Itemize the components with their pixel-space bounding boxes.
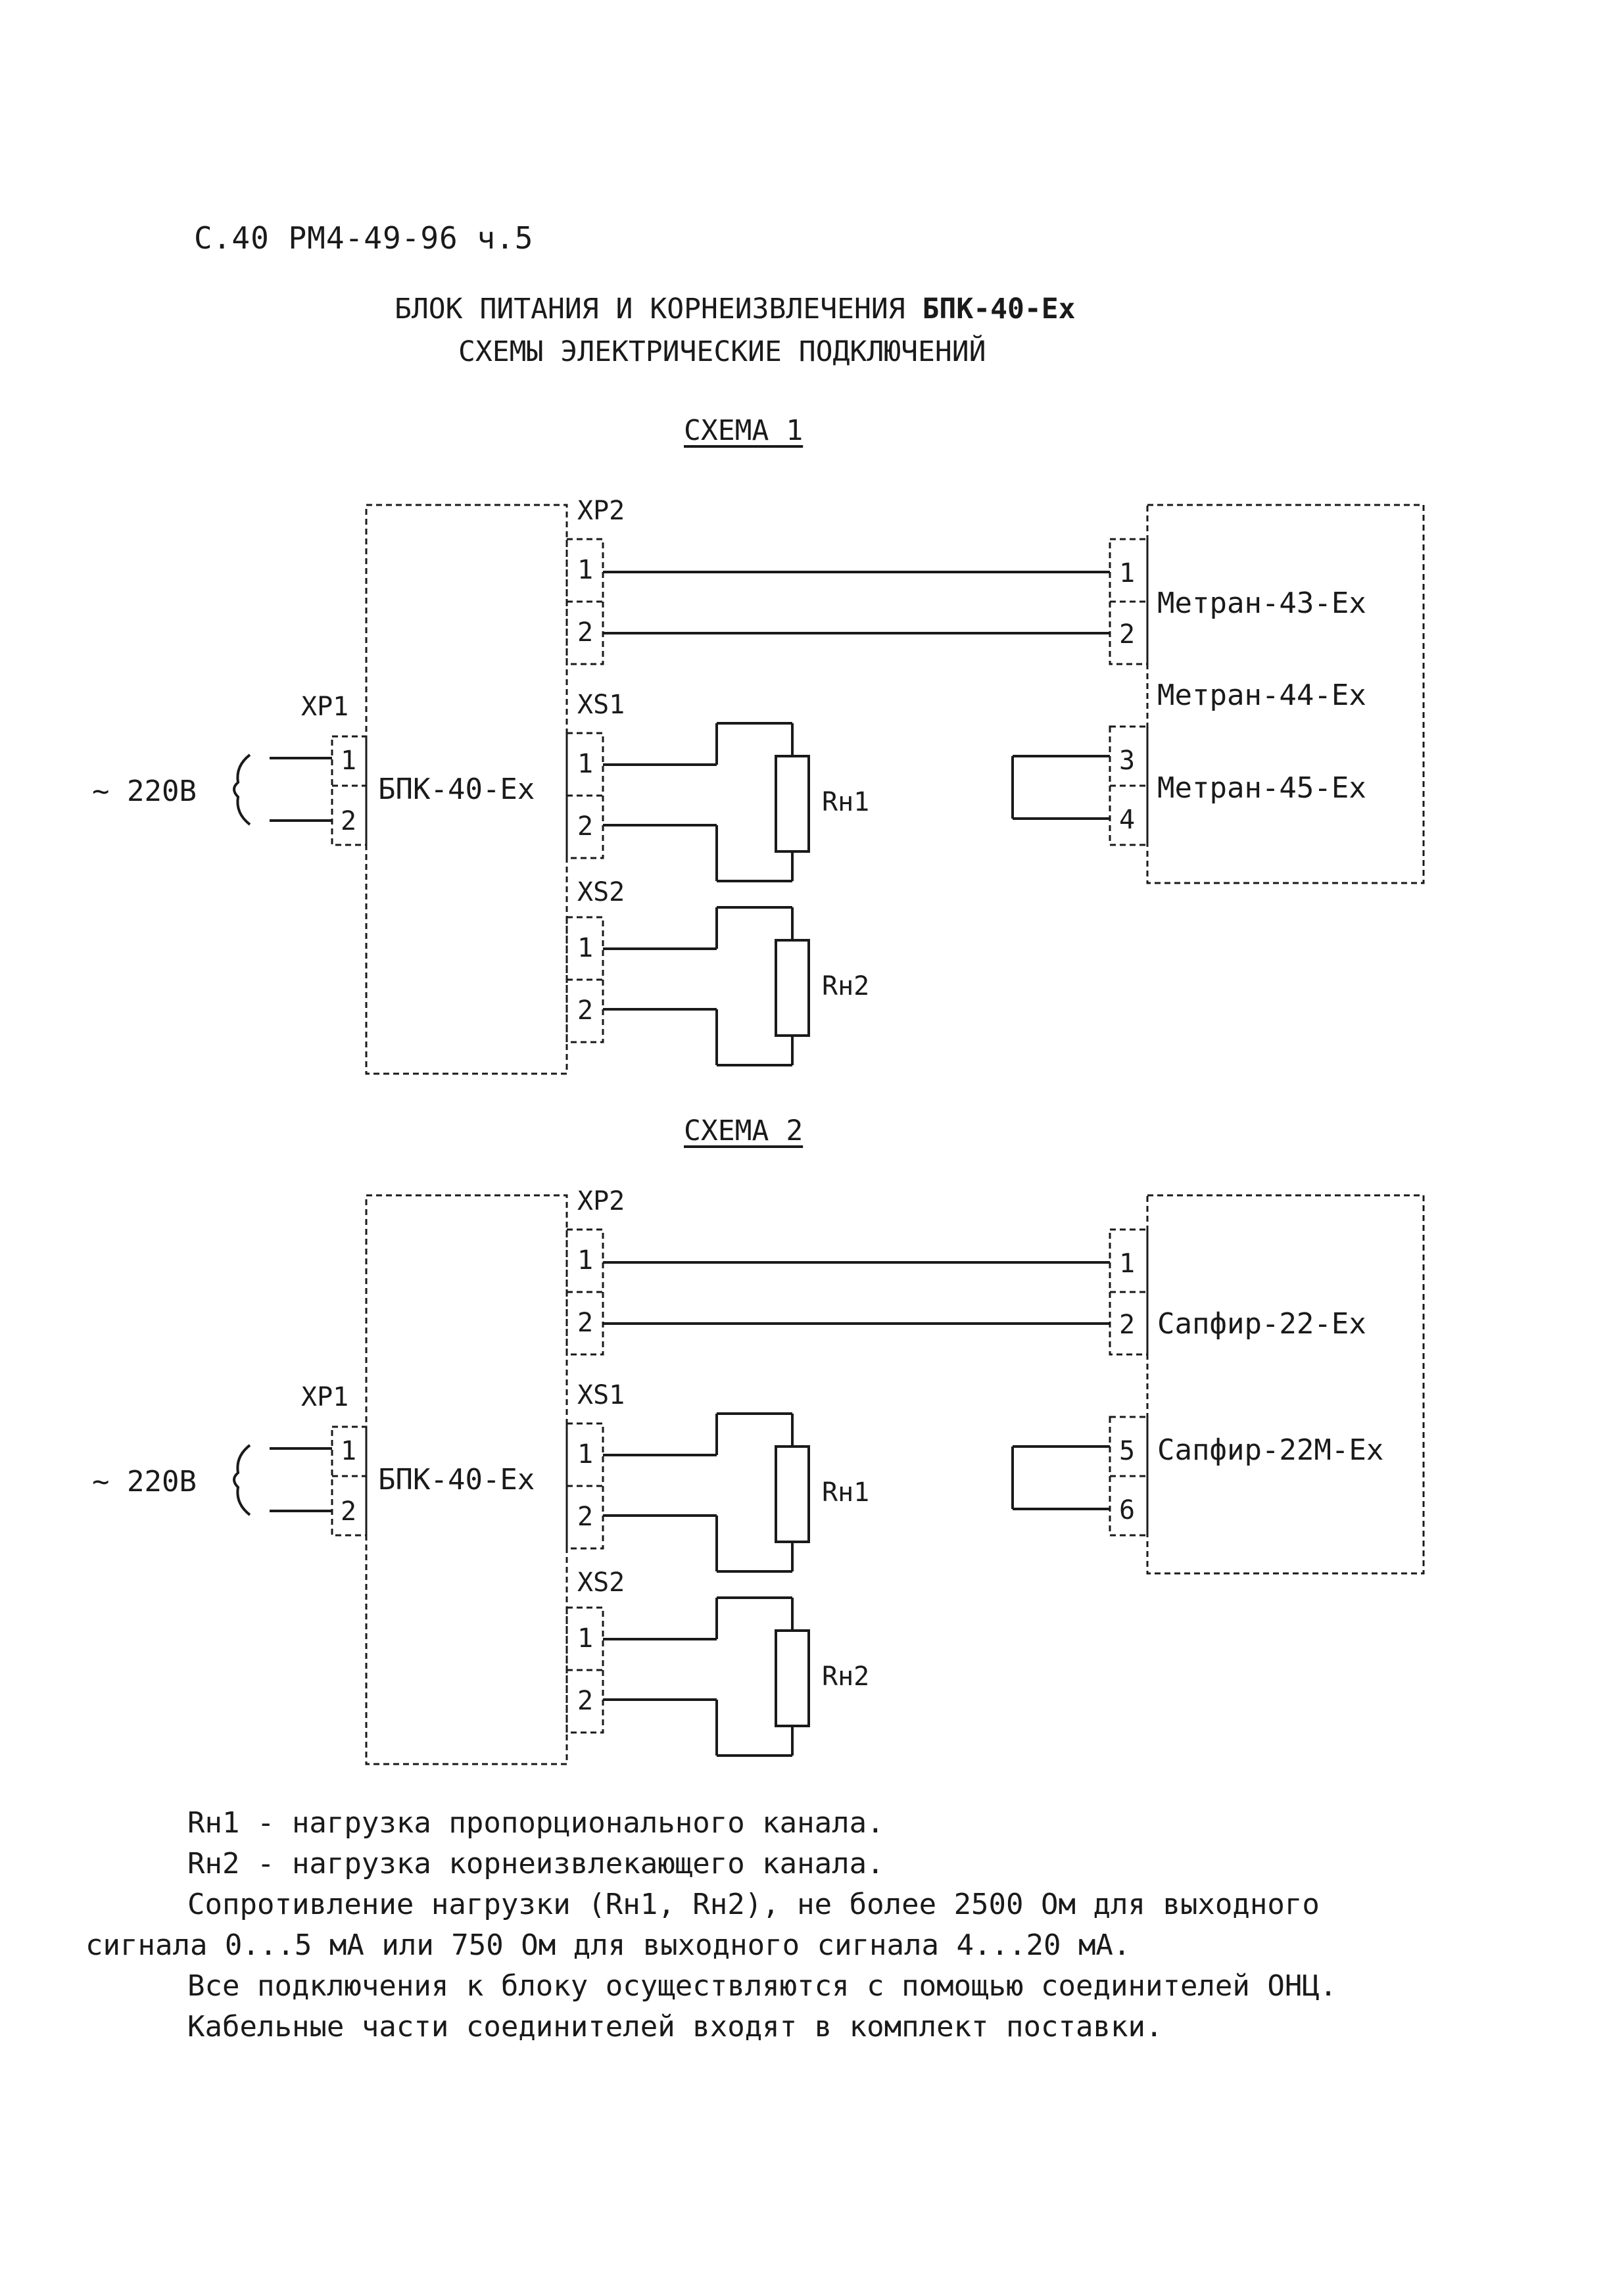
bpk-unit-label: БПК-40-Ex — [378, 1463, 535, 1496]
xs2-pin-1: 1 — [577, 933, 593, 963]
supply-brace — [233, 1444, 251, 1516]
device-pin-1: 1 — [1119, 558, 1135, 588]
note-connectors: Все подключения к блоку осуществляются с… — [187, 1969, 1337, 2003]
xp1-connector — [331, 1425, 368, 1537]
scheme-1-title: СХЕМА 1 — [684, 414, 804, 447]
xs1-pin-2: 2 — [577, 811, 593, 842]
scheme-2-title: СХЕМА 2 — [684, 1114, 804, 1147]
supply-brace — [233, 753, 251, 826]
rh1-resistor — [775, 755, 810, 853]
bpk-unit-label: БПК-40-Ex — [378, 773, 535, 806]
device-name-metran-44: Метран-44-Ex — [1157, 679, 1366, 712]
note-resistance-cont: сигнала 0...5 мА или 750 Ом для выходног… — [85, 1928, 1131, 1962]
xs1-label: XS1 — [577, 690, 625, 720]
xs2-label: XS2 — [577, 1567, 625, 1598]
page-header: С.40 РМ4-49-96 ч.5 — [194, 220, 534, 256]
device-pin-2: 2 — [1119, 619, 1135, 650]
title-device: БПК-40-Ex — [922, 293, 1076, 325]
xs1-pin-1: 1 — [577, 1439, 593, 1470]
xp2-pin-2: 2 — [577, 1308, 593, 1338]
supply-voltage-label: ~ 220В — [92, 775, 197, 808]
supply-voltage-label: ~ 220В — [92, 1465, 197, 1498]
device-block — [1146, 1194, 1425, 1575]
xs2-pin-1: 1 — [577, 1623, 593, 1654]
rh1-resistor — [775, 1445, 810, 1543]
rh2-label: Rн2 — [822, 971, 869, 1001]
device-pin-3: 3 — [1119, 746, 1135, 776]
note-rh1: Rн1 - нагрузка пропорционального канала. — [187, 1806, 884, 1840]
device-pin-6: 6 — [1119, 1495, 1135, 1525]
xp1-pin-2: 2 — [341, 806, 356, 836]
bpk-unit-block — [365, 504, 568, 1075]
device-name-metran-43: Метран-43-Ex — [1157, 586, 1366, 620]
rh2-resistor — [775, 939, 810, 1037]
device-pin-5: 5 — [1119, 1436, 1135, 1466]
xp1-label: XP1 — [301, 1382, 348, 1412]
document-subtitle: СХЕМЫ ЭЛЕКТРИЧЕСКИЕ ПОДКЛЮЧЕНИЙ — [458, 335, 986, 368]
device-pin-4: 4 — [1119, 805, 1135, 835]
xs1-pin-1: 1 — [577, 749, 593, 779]
xp1-connector — [331, 735, 368, 846]
device-pin-1: 1 — [1119, 1249, 1135, 1279]
xp2-label: XP2 — [577, 496, 625, 526]
note-resistance: Сопротивление нагрузки (Rн1, Rн2), не бо… — [187, 1888, 1320, 1921]
xp1-pin-2: 2 — [341, 1496, 356, 1527]
xp2-pin-2: 2 — [577, 617, 593, 648]
device-name-metran-45: Метран-45-Ex — [1157, 771, 1366, 805]
device-block — [1146, 504, 1425, 884]
xp2-label: XP2 — [577, 1186, 625, 1216]
rh1-label: Rн1 — [822, 787, 869, 817]
xs1-label: XS1 — [577, 1380, 625, 1410]
xp2-pin-1: 1 — [577, 555, 593, 585]
rh2-resistor — [775, 1629, 810, 1727]
document-title: БЛОК ПИТАНИЯ И КОРНЕИЗВЛЕЧЕНИЯ БПК-40-Ex — [395, 293, 1076, 325]
xs2-pin-2: 2 — [577, 995, 593, 1026]
device-pin-2: 2 — [1119, 1310, 1135, 1340]
rh1-label: Rн1 — [822, 1477, 869, 1508]
xp2-pin-1: 1 — [577, 1245, 593, 1276]
xs2-pin-2: 2 — [577, 1686, 593, 1716]
bpk-unit-block — [365, 1194, 568, 1765]
xs1-pin-2: 2 — [577, 1502, 593, 1532]
title-prefix: БЛОК ПИТАНИЯ И КОРНЕИЗВЛЕЧЕНИЯ — [395, 293, 905, 325]
rh2-label: Rн2 — [822, 1662, 869, 1692]
device-name-sapfir-22: Сапфир-22-Ex — [1157, 1307, 1366, 1341]
xs2-label: XS2 — [577, 877, 625, 907]
note-rh2: Rн2 - нагрузка корнеизвлекающего канала. — [187, 1847, 884, 1880]
xp1-label: XP1 — [301, 692, 348, 722]
note-delivery: Кабельные части соединителей входят в ко… — [187, 2010, 1163, 2044]
xp1-pin-1: 1 — [341, 1436, 356, 1466]
device-name-sapfir-22m: Сапфир-22М-Ex — [1157, 1433, 1383, 1467]
xp1-pin-1: 1 — [341, 746, 356, 776]
